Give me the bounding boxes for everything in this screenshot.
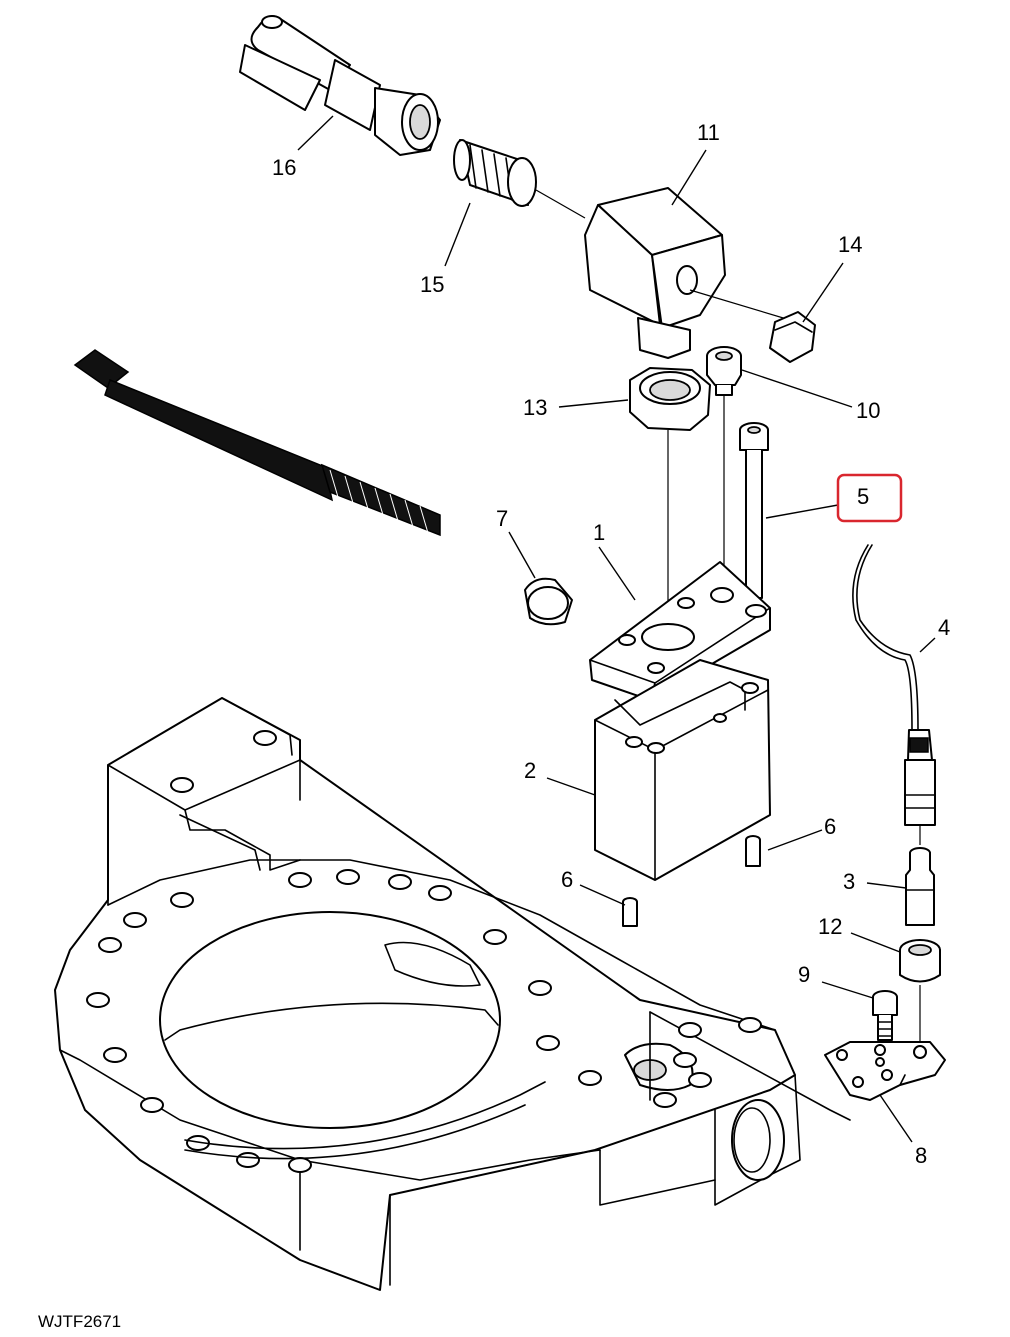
bracket-8 <box>824 1041 946 1101</box>
callout-3: 3 <box>843 869 855 894</box>
callout-1: 1 <box>593 520 605 545</box>
bushing-12 <box>899 939 941 1045</box>
callout-12: 12 <box>818 914 842 939</box>
highlight-box-callout-5 <box>836 473 903 523</box>
callout-6b: 6 <box>561 867 573 892</box>
callout-13: 13 <box>523 395 547 420</box>
plate-1 <box>589 561 771 701</box>
cup-plug-7 <box>524 577 573 626</box>
callout-10: 10 <box>856 398 880 423</box>
long-bolt <box>73 349 441 537</box>
housing-bolt-holes <box>86 730 762 1173</box>
callout-8: 8 <box>915 1143 927 1168</box>
callout-6a: 6 <box>824 814 836 839</box>
callout-7: 7 <box>496 506 508 531</box>
cap-screw-5 <box>739 422 769 599</box>
callout-9: 9 <box>798 962 810 987</box>
manifold-block-2 <box>594 659 771 881</box>
dowel-pin-6a <box>745 835 761 867</box>
callout-labels: 16 15 11 14 13 10 5 7 1 4 2 6 6 3 12 9 8 <box>272 120 950 1168</box>
callout-2: 2 <box>524 758 536 783</box>
callout-11: 11 <box>697 120 720 145</box>
leader-lines <box>297 115 936 1143</box>
housing <box>54 697 851 1291</box>
dowel-pin-6b <box>622 897 638 927</box>
callout-16: 16 <box>272 155 296 180</box>
solenoid-block-11 <box>584 187 791 359</box>
fitting-10 <box>706 346 742 595</box>
callout-4: 4 <box>938 615 950 640</box>
sensor-4 <box>852 544 936 845</box>
callout-14: 14 <box>838 232 862 257</box>
figure-id: WJTF2671 <box>38 1312 121 1331</box>
nut-13 <box>629 367 711 630</box>
callout-5: 5 <box>857 484 869 509</box>
plug-14 <box>769 311 816 363</box>
sleeve-3 <box>905 847 935 926</box>
callout-15: 15 <box>420 272 444 297</box>
adapter-fitting-15 <box>453 139 586 219</box>
screw-9 <box>872 990 898 1041</box>
hose-assembly-16 <box>239 15 441 156</box>
